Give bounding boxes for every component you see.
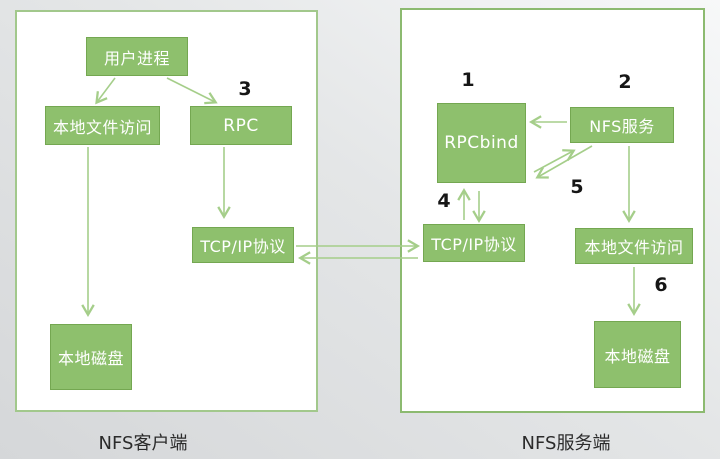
- node-rpc: RPC: [190, 106, 292, 145]
- step-number-1: 1: [461, 69, 475, 91]
- node-server-tcpip: TCP/IP协议: [423, 224, 525, 262]
- node-rpcbind: RPCbind: [437, 103, 526, 183]
- step-number-6: 6: [654, 274, 668, 296]
- node-server-local-file-access: 本地文件访问: [575, 228, 693, 264]
- step-number-4: 4: [437, 190, 451, 212]
- step-number-3: 3: [238, 78, 252, 100]
- step-number-2: 2: [618, 71, 632, 93]
- node-client-local-file-access: 本地文件访问: [45, 106, 160, 145]
- node-nfs-service: NFS服务: [570, 107, 674, 143]
- node-client-tcpip: TCP/IP协议: [192, 227, 294, 263]
- client-panel-caption: NFS客户端: [98, 433, 188, 454]
- node-server-local-disk: 本地磁盘: [594, 321, 681, 388]
- node-user-process: 用户进程: [86, 37, 188, 76]
- server-panel-caption: NFS服务端: [521, 433, 611, 454]
- node-client-local-disk: 本地磁盘: [50, 324, 132, 390]
- step-number-5: 5: [570, 176, 584, 198]
